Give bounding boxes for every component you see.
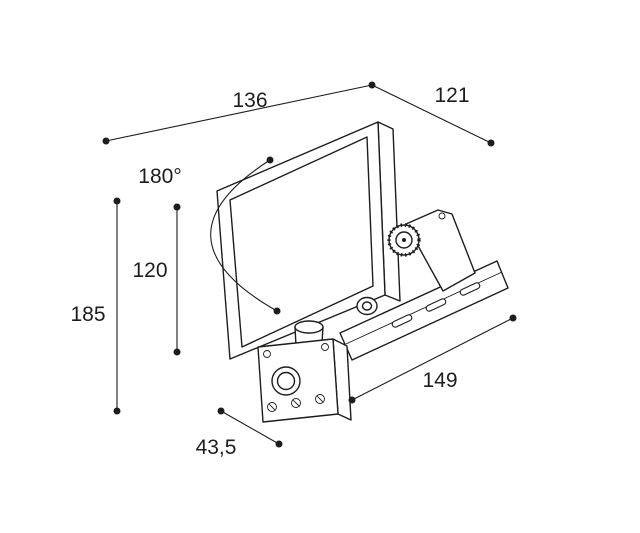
- knob-knurl-ring: [387, 223, 421, 257]
- sensor-screw: [315, 394, 325, 404]
- dim-rotation-angle-label: 180°: [138, 165, 181, 188]
- bracket-slot: [459, 282, 481, 296]
- dimension-housing-width: 136: [102, 81, 376, 145]
- dimension-line: [351, 317, 514, 401]
- dimension-bracket-length: 149: [348, 314, 517, 404]
- pivot-joint: [356, 296, 378, 316]
- pivot-joint-outer: [356, 296, 378, 316]
- sensor-lens-inner: [276, 371, 296, 391]
- dimension-endpoint-dot: [266, 156, 274, 164]
- dimension-line: [371, 84, 492, 144]
- adjustment-knob: [387, 223, 421, 257]
- dimension-endpoint-dot: [173, 348, 181, 356]
- dimension-panel-height: 120: [132, 203, 181, 356]
- knob-center: [402, 238, 406, 242]
- dimension-endpoint-dot: [273, 307, 281, 315]
- dim-sensor-depth-label: 43,5: [196, 436, 237, 459]
- rotation-arc: [210, 159, 278, 312]
- sensor-screw: [267, 402, 277, 412]
- dim-housing-width-label: 136: [232, 89, 267, 112]
- sensor-lens-outer: [271, 366, 301, 396]
- dim-panel-height-label: 120: [132, 259, 167, 282]
- pivot-joint-inner: [361, 301, 373, 311]
- dimension-endpoint-dot: [113, 407, 121, 415]
- bracket-yoke: [405, 209, 476, 292]
- sensor-unit: [257, 320, 352, 423]
- dimension-endpoint-dot: [102, 137, 110, 145]
- sensor-box-front: [257, 338, 339, 423]
- dimension-endpoint-dot: [113, 197, 121, 205]
- bracket-slot: [425, 298, 447, 312]
- dimension-sensor-depth: 43,5: [196, 407, 283, 459]
- mounting-bracket: [339, 209, 509, 361]
- dimension-housing-depth: 121: [371, 84, 495, 147]
- dim-bracket-length-label: 149: [422, 369, 457, 392]
- bracket-slot: [391, 314, 413, 328]
- sensor-screw-slot: [292, 399, 300, 407]
- dim-housing-depth-label: 121: [434, 84, 469, 107]
- sensor-screw: [263, 350, 271, 358]
- dimension-endpoint-dot: [487, 139, 495, 147]
- rotation-indicator: 180°: [138, 156, 281, 315]
- sensor-neck-top: [294, 320, 324, 334]
- dimension-overall-height: 185: [70, 197, 121, 415]
- dimension-endpoint-dot: [173, 203, 181, 211]
- panel-inner-frame: [229, 136, 374, 348]
- dimension-endpoint-dot: [509, 314, 517, 322]
- sensor-screw: [321, 343, 329, 351]
- knob-inner-ring: [395, 231, 413, 249]
- dimension-endpoint-dot: [348, 396, 356, 404]
- bracket-screw: [438, 212, 446, 220]
- dimension-endpoint-dot: [275, 440, 283, 448]
- sensor-screw-slot: [268, 403, 276, 411]
- dimension-endpoint-dot: [217, 407, 225, 415]
- dimension-line: [220, 410, 280, 445]
- sensor-screw-slot: [316, 395, 324, 403]
- dim-overall-height-label: 185: [70, 303, 105, 326]
- dimension-line: [105, 84, 373, 142]
- sensor-screw: [291, 398, 301, 408]
